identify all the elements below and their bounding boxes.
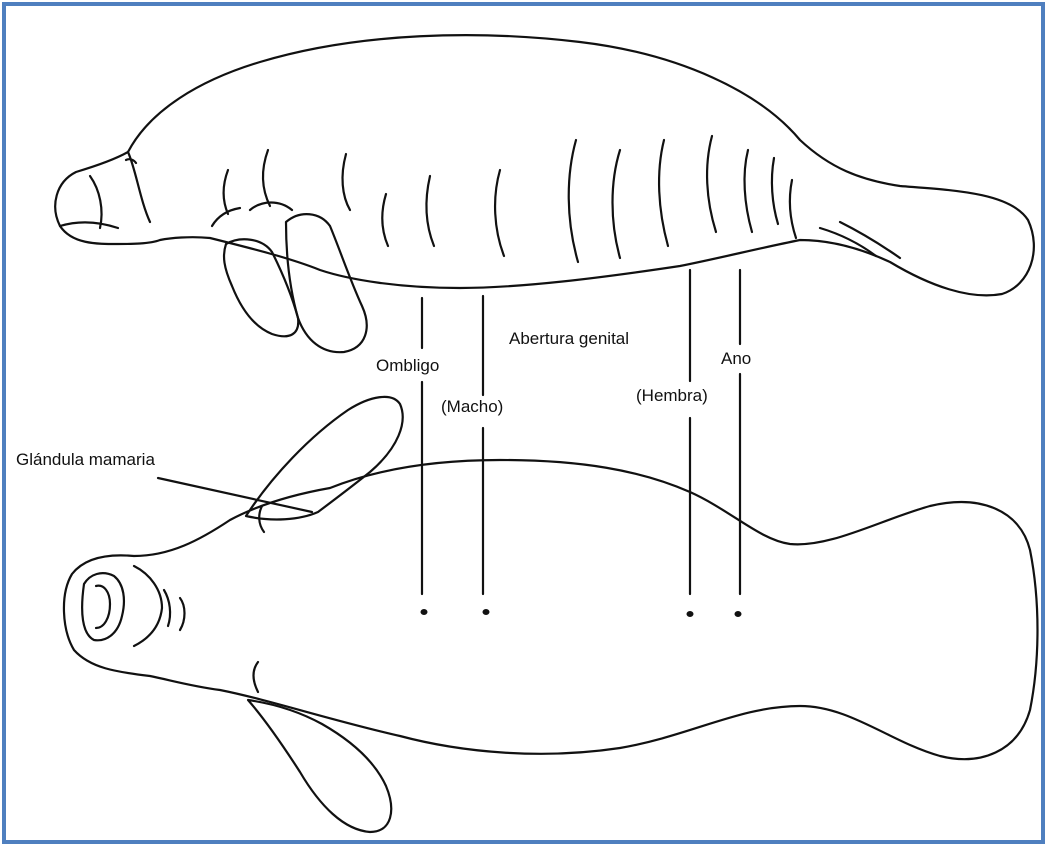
label-ombligo: Ombligo — [376, 357, 439, 374]
label-abertura-genital: Abertura genital — [509, 330, 629, 347]
manatee-ventral-body — [64, 460, 1038, 759]
ventral-head-mouth — [82, 573, 124, 640]
label-macho: (Macho) — [441, 398, 503, 415]
marker-ombligo — [421, 609, 428, 615]
pointer-line-glandula — [158, 478, 312, 512]
label-hembra: (Hembra) — [636, 387, 708, 404]
ventral-flipper-lower — [248, 700, 391, 832]
side-head-mouth — [60, 222, 118, 228]
manatee-side-body — [55, 35, 1034, 295]
side-head-snout-fold — [90, 176, 102, 228]
side-flipper-near — [286, 214, 367, 352]
label-glandula-mamaria: Glándula mamaria — [16, 451, 155, 468]
label-ano: Ano — [721, 350, 751, 367]
marker-ano — [735, 611, 742, 617]
side-head-crease — [128, 152, 150, 222]
ventral-flipper-upper — [246, 397, 403, 520]
marker-hembra — [687, 611, 694, 617]
marker-macho — [483, 609, 490, 615]
